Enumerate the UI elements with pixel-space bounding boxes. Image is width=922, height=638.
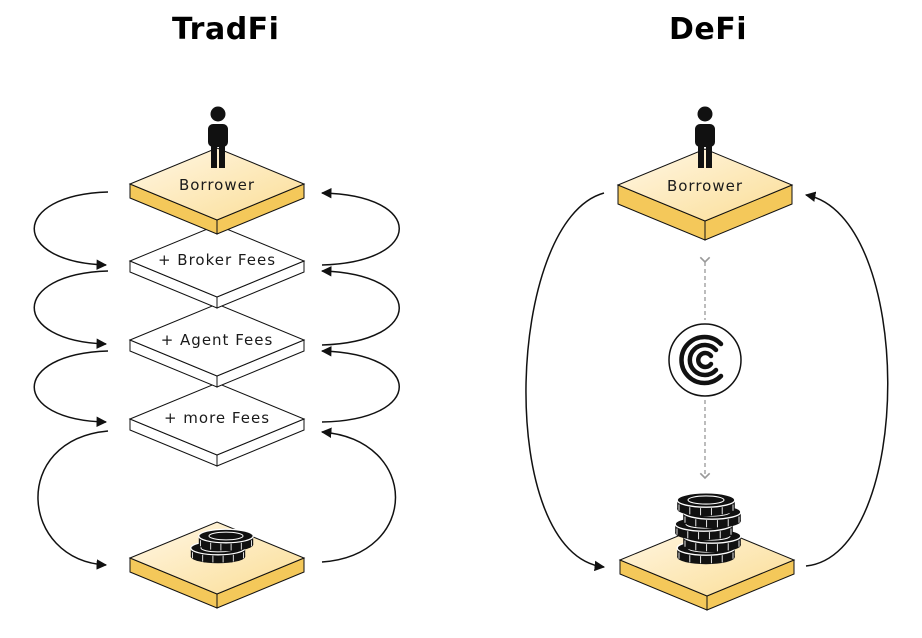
defi-borrower-label: Borrower xyxy=(667,177,743,195)
tradfi-coins-platform xyxy=(128,521,306,609)
tradfi-title: TradFi xyxy=(172,12,280,47)
tradfi-layer-borrower: Borrower xyxy=(128,106,306,235)
tradfi-borrower-label: Borrower xyxy=(179,176,255,194)
coin-stack-icon xyxy=(674,492,742,565)
tradfi-right-arrows xyxy=(320,187,400,563)
defi-layer-borrower: Borrower xyxy=(616,106,794,241)
compound-logo-icon xyxy=(668,323,742,397)
coin-stack-icon xyxy=(190,528,254,564)
tradfi-layer-broker-fees: + Broker Fees xyxy=(128,224,306,309)
more-fees-label: + more Fees xyxy=(164,409,270,427)
tradfi-left-arrows xyxy=(33,191,109,570)
defi-arrows xyxy=(525,191,889,572)
tradfi-layer-agent-fees: + Agent Fees xyxy=(128,303,306,388)
defi-coins-platform xyxy=(618,492,796,611)
agent-fees-label: + Agent Fees xyxy=(161,331,274,349)
defi-title: DeFi xyxy=(669,12,748,47)
broker-fees-label: + Broker Fees xyxy=(158,251,276,269)
tradfi-layer-more-fees: + more Fees xyxy=(128,382,306,467)
